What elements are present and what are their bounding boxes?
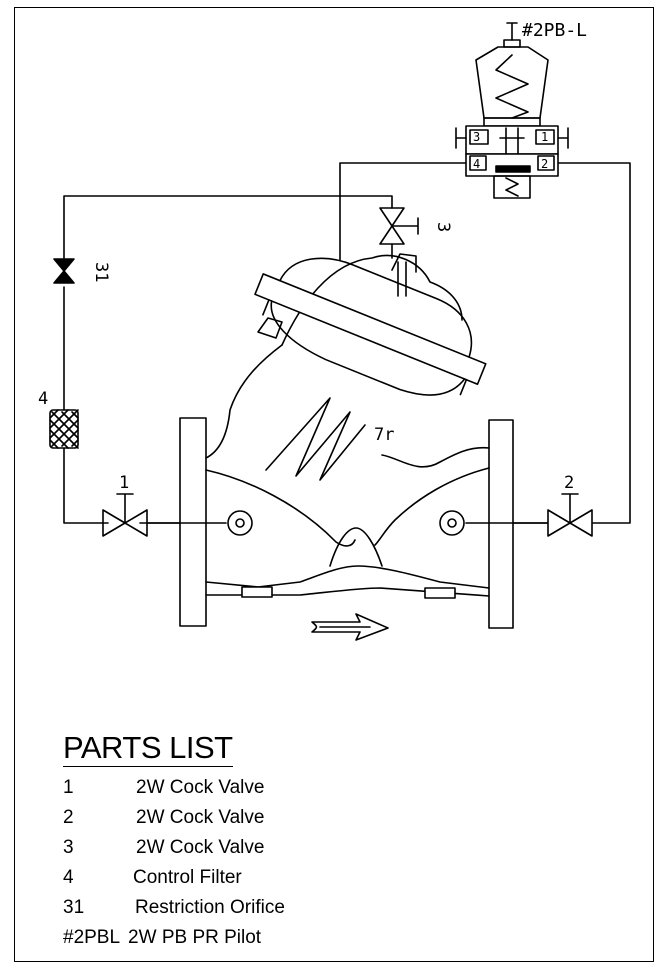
list-item: 31 Restriction Orifice: [63, 893, 483, 923]
spring-label: 7r: [374, 425, 394, 445]
pilot-port-3: 3: [473, 130, 480, 144]
restriction-orifice: [53, 258, 75, 284]
part-description: 2W Cock Valve: [136, 837, 265, 858]
pressure-pilot: [455, 22, 569, 199]
part-number: 3: [63, 837, 74, 858]
filter-label: 4: [38, 389, 48, 409]
part-number: 1: [63, 777, 74, 798]
control-filter: [49, 409, 79, 449]
valve-3-label: 3: [433, 222, 453, 232]
parts-list: 1 2W Cock Valve 2 2W Cock Valve 3 2W Cock Val…: [63, 773, 483, 953]
list-item: 1 2W Cock Valve: [63, 773, 483, 803]
valve-bonnet: [254, 253, 487, 481]
list-item: #2PBL 2W PB PR Pilot: [63, 923, 483, 953]
list-item: 4 Control Filter: [63, 863, 483, 893]
part-number: 4: [63, 867, 74, 888]
part-number: 31: [63, 897, 85, 918]
valve-2-label: 2: [564, 473, 574, 493]
pilot-port-1: 1: [541, 130, 548, 144]
part-description: 2W Cock Valve: [136, 777, 265, 798]
part-number: 2: [63, 807, 74, 828]
list-item: 3 2W Cock Valve: [63, 833, 483, 863]
main-valve-body: [179, 344, 514, 629]
valve-1-label: 1: [119, 473, 129, 493]
part-description: 2W PB PR Pilot: [128, 927, 262, 948]
pilot-port-4: 4: [473, 157, 480, 171]
part-description: Control Filter: [133, 867, 242, 888]
part-description: Restriction Orifice: [135, 897, 285, 918]
flow-arrow-icon: [311, 613, 389, 641]
part-description: 2W Cock Valve: [136, 807, 265, 828]
pilot-piping: [63, 162, 631, 524]
pilot-label: #2PB-L: [522, 20, 587, 41]
list-item: 2 2W Cock Valve: [63, 803, 483, 833]
parts-list-title: PARTS LIST: [63, 730, 233, 767]
cock-valve-2: [547, 493, 593, 537]
cock-valve-1: [102, 493, 148, 537]
orifice-label: 31: [91, 262, 111, 282]
pilot-port-2: 2: [541, 157, 548, 171]
part-number: #2PBL: [63, 927, 121, 948]
cock-valve-3: [379, 207, 419, 245]
